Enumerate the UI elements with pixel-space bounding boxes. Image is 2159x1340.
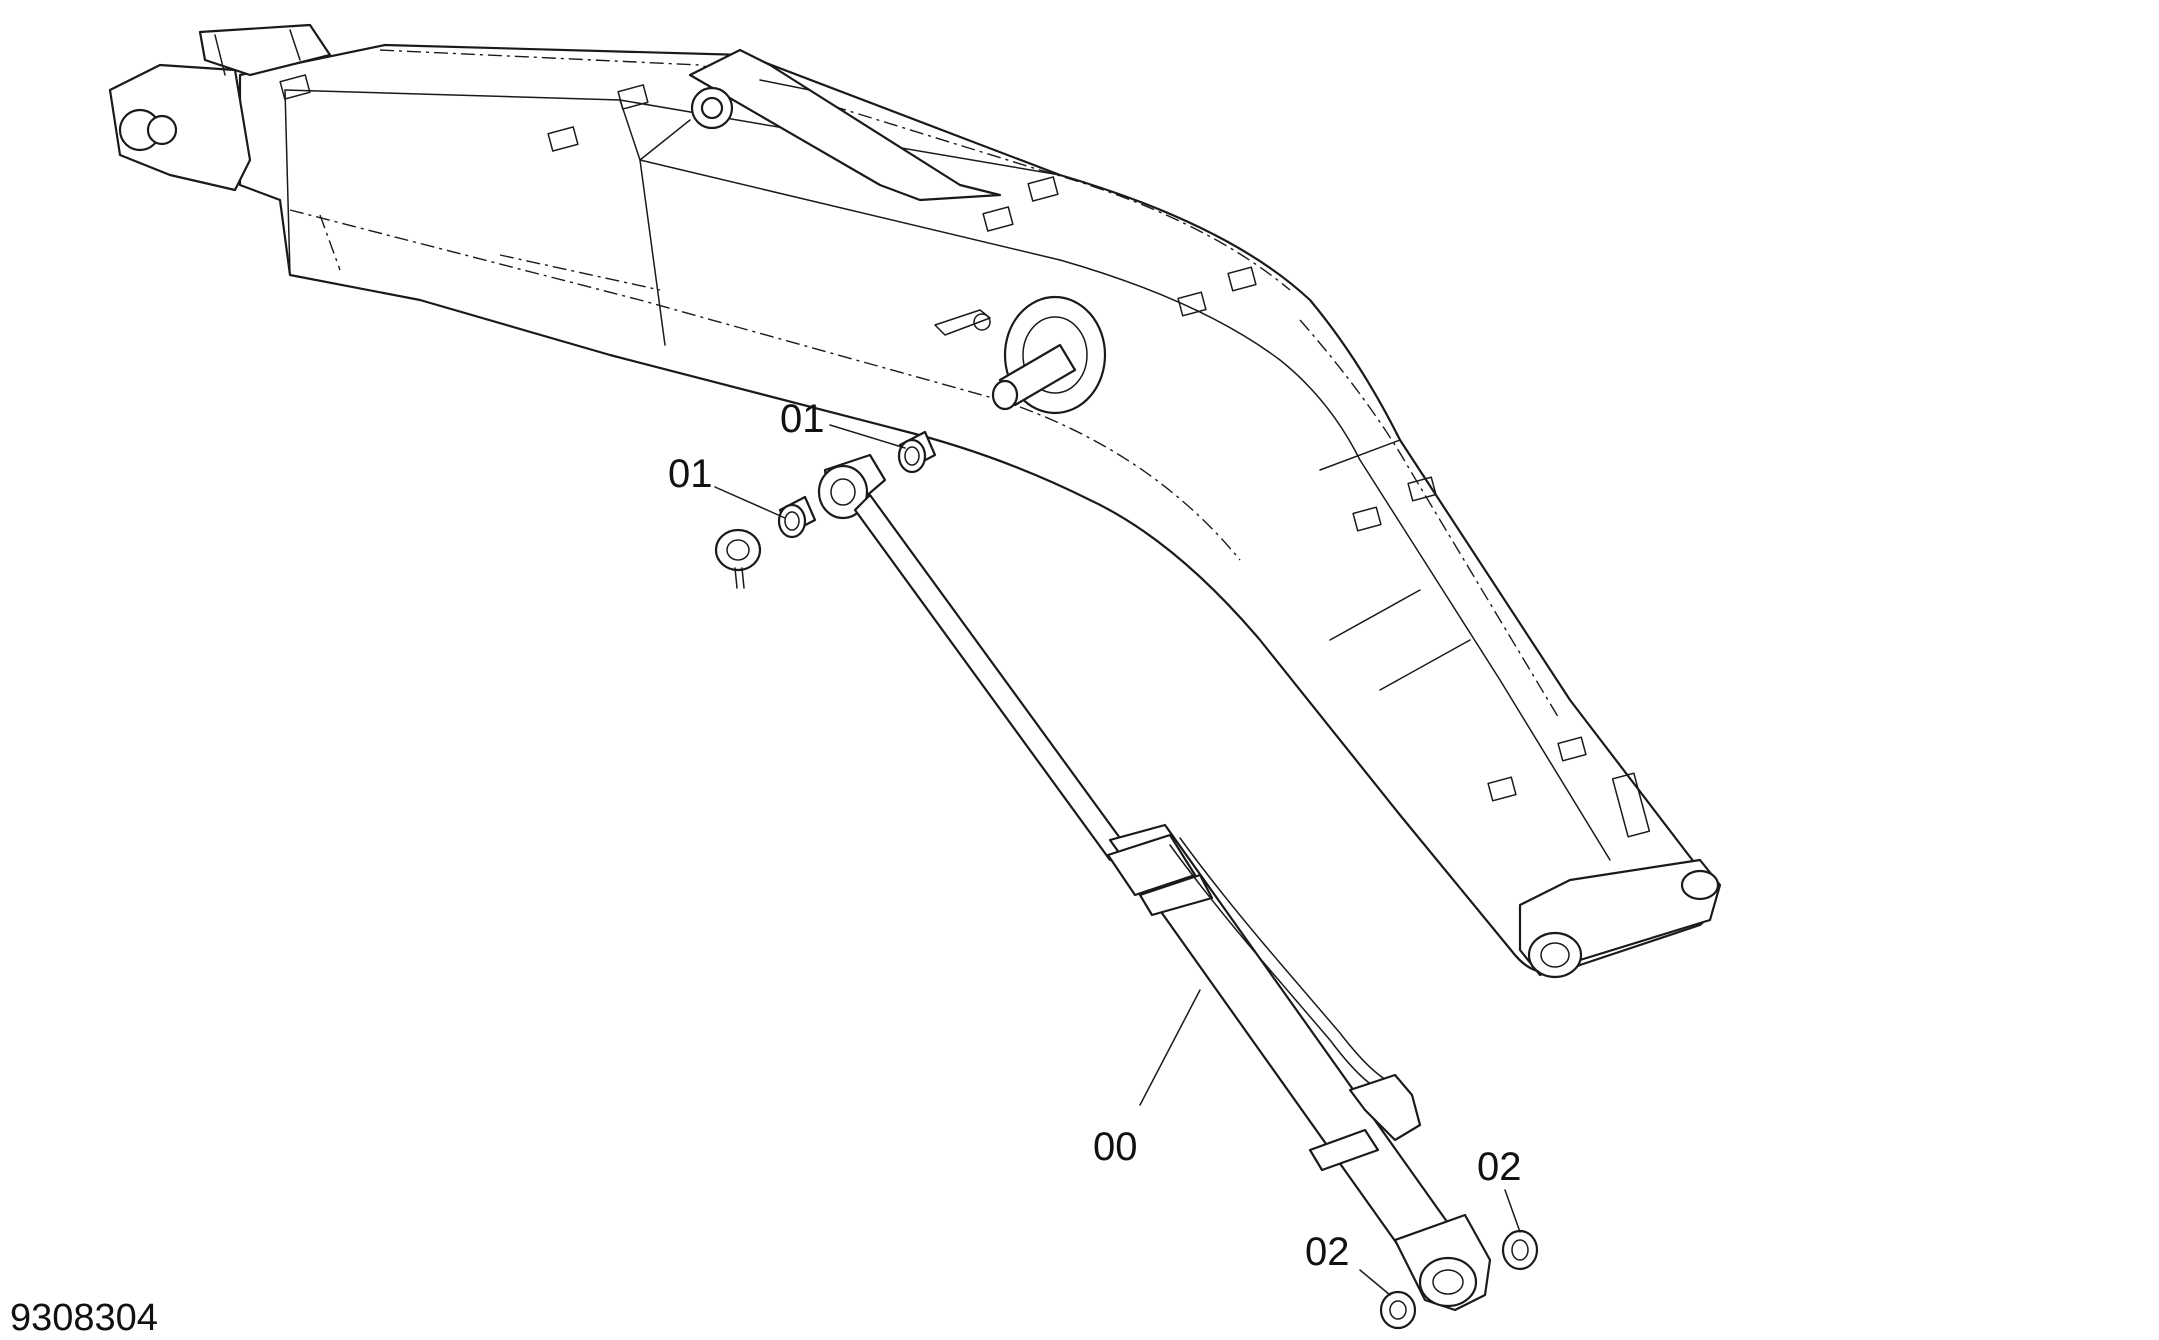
leader-line [1359,1269,1391,1296]
boom-foot-pin-hole [1527,931,1583,979]
cylinder-bracket [688,48,1002,202]
cylinder-base-eye [1418,1256,1478,1308]
hydraulic-cylinder [817,453,1492,1312]
callout-00: 00 [1093,989,1201,1169]
lock-collar [714,528,762,589]
callout-label: 01 [780,397,825,441]
callout-02-left: 02 [1305,1230,1391,1296]
leader-line [1139,989,1201,1106]
leader-line [829,424,906,449]
hydraulic-pipe [1169,844,1396,1111]
seal-ring-02-right [1501,1229,1539,1271]
callout-label: 02 [1305,1230,1350,1274]
callout-01-upper: 01 [780,397,906,449]
leader-line [1504,1189,1521,1233]
bushing-01-lower [777,495,817,539]
callout-label: 01 [668,452,713,496]
callout-02-right: 02 [1477,1145,1522,1233]
callout-01-lower: 01 [668,452,786,519]
seal-ring-02-left [1379,1290,1417,1330]
leader-line [714,486,786,519]
figure-number: 9308304 [10,1297,158,1339]
boom [108,23,1722,979]
callout-label: 02 [1477,1145,1522,1189]
boom-head-bracket [108,63,252,192]
boom-outline [238,43,1714,975]
callout-label: 00 [1093,1125,1138,1169]
boom-clips [279,74,1651,838]
cylinder-rod [853,493,1127,862]
